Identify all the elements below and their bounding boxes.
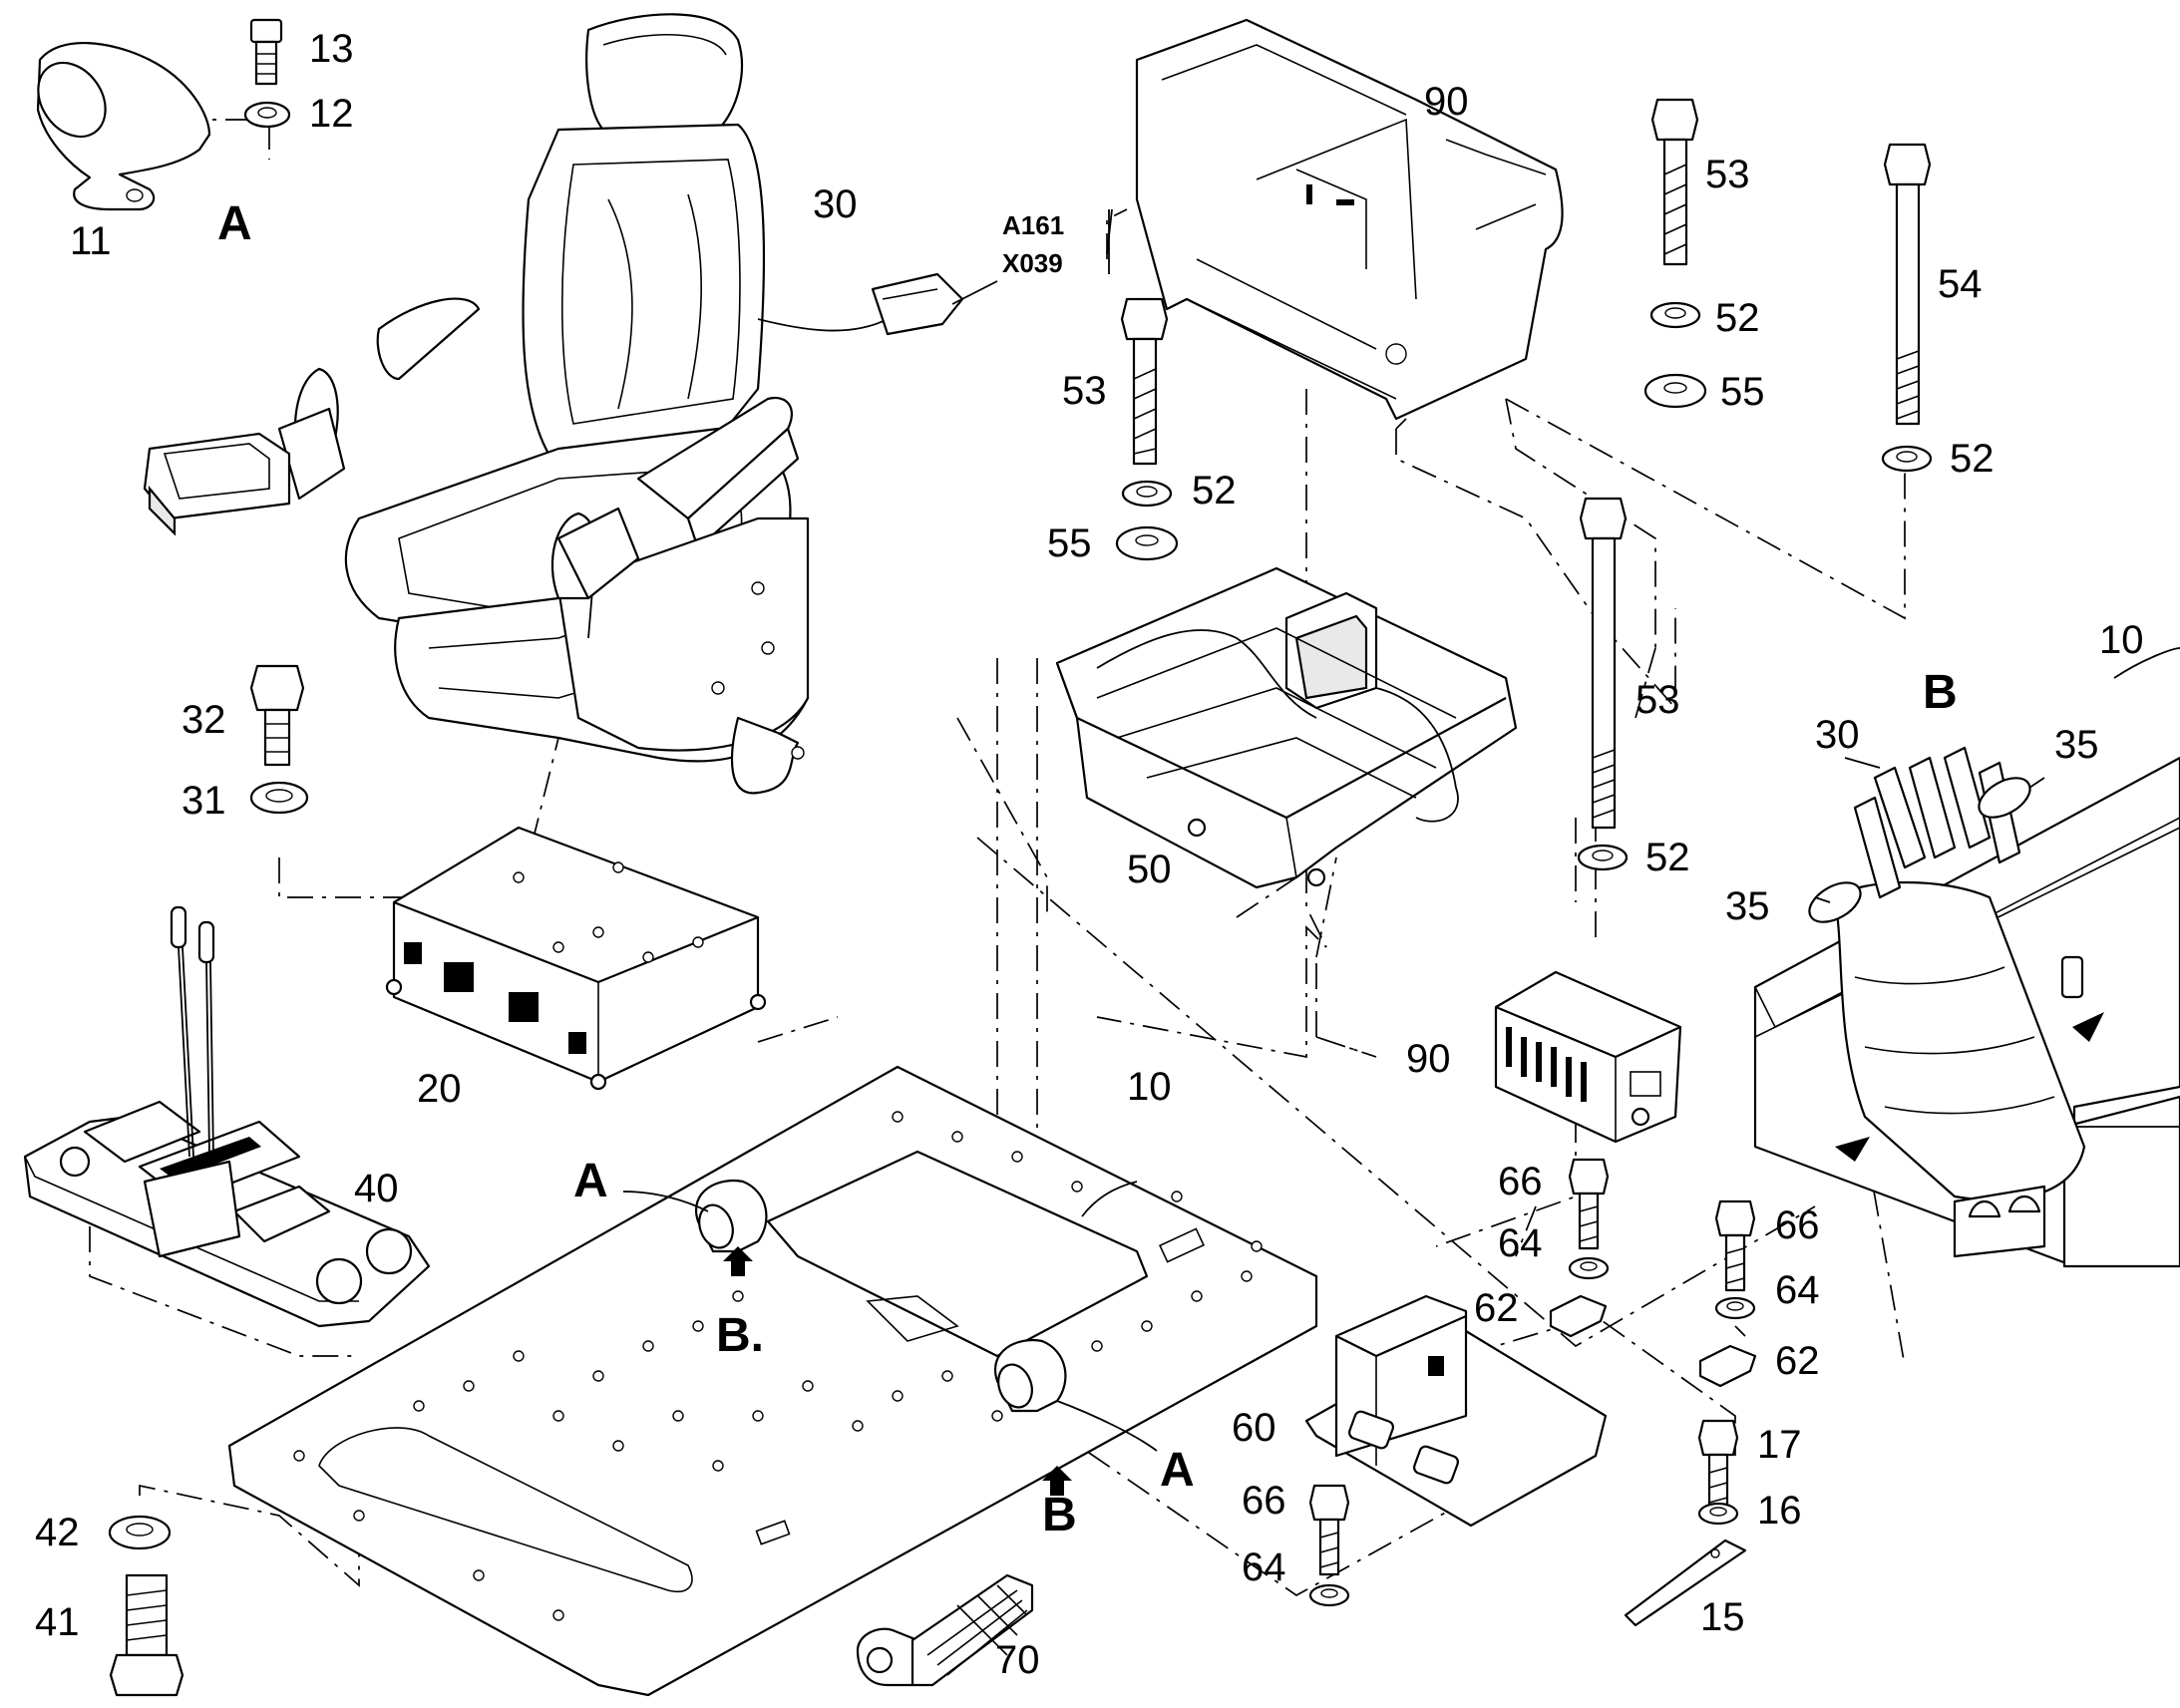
- label-62-b: 62: [1775, 1339, 1820, 1383]
- label-10-right: 10: [2099, 618, 2144, 662]
- washer-part-64-a: [1568, 1256, 1610, 1280]
- label-64-a: 64: [1498, 1221, 1543, 1265]
- label-53-lower: 53: [1635, 678, 1680, 722]
- label-detail-b: B: [1923, 666, 1958, 719]
- label-90-top: 90: [1424, 80, 1469, 124]
- label-66-c: 66: [1242, 1479, 1286, 1523]
- label-12: 12: [309, 92, 354, 136]
- label-11: 11: [70, 219, 112, 263]
- label-70: 70: [995, 1638, 1040, 1682]
- floor-elbow-front: [695, 1179, 768, 1253]
- bracket-part-60: [1304, 1294, 1608, 1528]
- washer-part-16: [1697, 1502, 1739, 1526]
- label-52-mid: 52: [1192, 469, 1237, 512]
- bolt-part-13: [249, 18, 283, 86]
- bolt-part-41: [109, 1573, 184, 1697]
- seat-base-box-part-20: [385, 826, 767, 1091]
- label-40: 40: [354, 1167, 399, 1210]
- label-detail-a-left: A: [573, 1155, 608, 1207]
- floor-elbow-rear: [994, 1338, 1067, 1413]
- label-54: 54: [1938, 262, 1983, 306]
- label-15: 15: [1700, 1595, 1745, 1639]
- label-connector-x039: X039: [1002, 248, 1063, 278]
- label-16: 16: [1757, 1489, 1802, 1533]
- label-64-b: 64: [1775, 1268, 1820, 1312]
- clip-part-62-b: [1698, 1344, 1757, 1388]
- label-31: 31: [182, 779, 226, 823]
- label-detail-a-right: A: [1160, 1444, 1195, 1497]
- label-connector-a161: A161: [1002, 210, 1064, 240]
- label-detail-a-top: A: [217, 197, 252, 250]
- washer-part-42: [108, 1515, 172, 1550]
- label-62-a: 62: [1474, 1286, 1519, 1330]
- washer-part-64-b: [1714, 1296, 1756, 1320]
- label-30-detail: 30: [1815, 713, 1860, 757]
- label-detail-b-right: B: [1042, 1489, 1077, 1541]
- label-13: 13: [309, 27, 354, 71]
- arrow-b-right: [1042, 1466, 1072, 1496]
- arrow-b-left: [723, 1246, 753, 1276]
- callout-labels: 13 12 11 A 30 A161 X039 90 53 52 55 54 5…: [35, 27, 2144, 1682]
- bolt-part-66-b: [1714, 1199, 1756, 1292]
- label-64-c: 64: [1242, 1545, 1286, 1589]
- washer-part-55-mid: [1115, 525, 1179, 561]
- label-66-a: 66: [1498, 1160, 1543, 1203]
- washer-part-31: [249, 781, 309, 815]
- washer-part-52-mid: [1121, 480, 1173, 508]
- label-20: 20: [417, 1067, 462, 1111]
- label-30: 30: [813, 182, 858, 226]
- operator-seat-part-30: [143, 13, 964, 795]
- label-detail-b-left: B.: [716, 1309, 764, 1362]
- label-42: 42: [35, 1511, 80, 1554]
- label-53-mid: 53: [1062, 369, 1107, 413]
- label-90-small: 90: [1406, 1037, 1451, 1081]
- bolt-part-53-upper: [1650, 98, 1699, 266]
- label-leaders: [622, 208, 2180, 1452]
- bolt-part-54: [1883, 143, 1932, 426]
- bolt-part-66-a: [1568, 1158, 1610, 1250]
- elbow-duct-part-11: [36, 42, 211, 211]
- washer-part-52-lower: [1577, 844, 1629, 871]
- bolt-part-66-c: [1308, 1484, 1350, 1576]
- control-module-part-90-small: [1494, 970, 1682, 1144]
- label-66-b: 66: [1775, 1203, 1820, 1247]
- bolt-part-53-mid: [1120, 297, 1169, 466]
- label-55-mid: 55: [1047, 521, 1092, 565]
- floor-holes: [293, 1111, 1263, 1621]
- label-41: 41: [35, 1600, 80, 1644]
- washer-part-52-right: [1881, 445, 1933, 473]
- label-52-upper: 52: [1715, 296, 1760, 340]
- cable-gland-part-70: [856, 1573, 1034, 1687]
- label-53-upper: 53: [1705, 153, 1750, 196]
- control-box-cover-part-90: [1135, 18, 1564, 421]
- label-52-lower: 52: [1645, 836, 1690, 879]
- label-60: 60: [1232, 1406, 1276, 1450]
- label-17: 17: [1757, 1423, 1802, 1467]
- wedge-part-15: [1624, 1538, 1747, 1627]
- floor-plate-part-10: [227, 1065, 1318, 1697]
- label-35-a: 35: [2054, 723, 2099, 767]
- washer-part-52-upper: [1649, 301, 1701, 329]
- label-55-upper: 55: [1720, 370, 1765, 414]
- washer-part-55-upper: [1643, 373, 1707, 409]
- label-10: 10: [1127, 1065, 1172, 1109]
- label-50: 50: [1127, 848, 1172, 891]
- washer-part-12: [243, 101, 291, 129]
- label-35-b: 35: [1725, 884, 1770, 928]
- detail-b-view: [1753, 746, 2180, 1268]
- control-unit-part-50: [1055, 566, 1518, 889]
- washer-part-64-c: [1308, 1583, 1350, 1607]
- pedal-plate-part-40: [23, 905, 431, 1328]
- label-32: 32: [182, 698, 226, 742]
- clip-part-62-a: [1549, 1294, 1608, 1338]
- bolt-part-53-long: [1579, 497, 1628, 830]
- label-52-right: 52: [1950, 437, 1995, 481]
- bolt-part-17: [1697, 1419, 1739, 1512]
- bolt-part-32: [249, 664, 305, 767]
